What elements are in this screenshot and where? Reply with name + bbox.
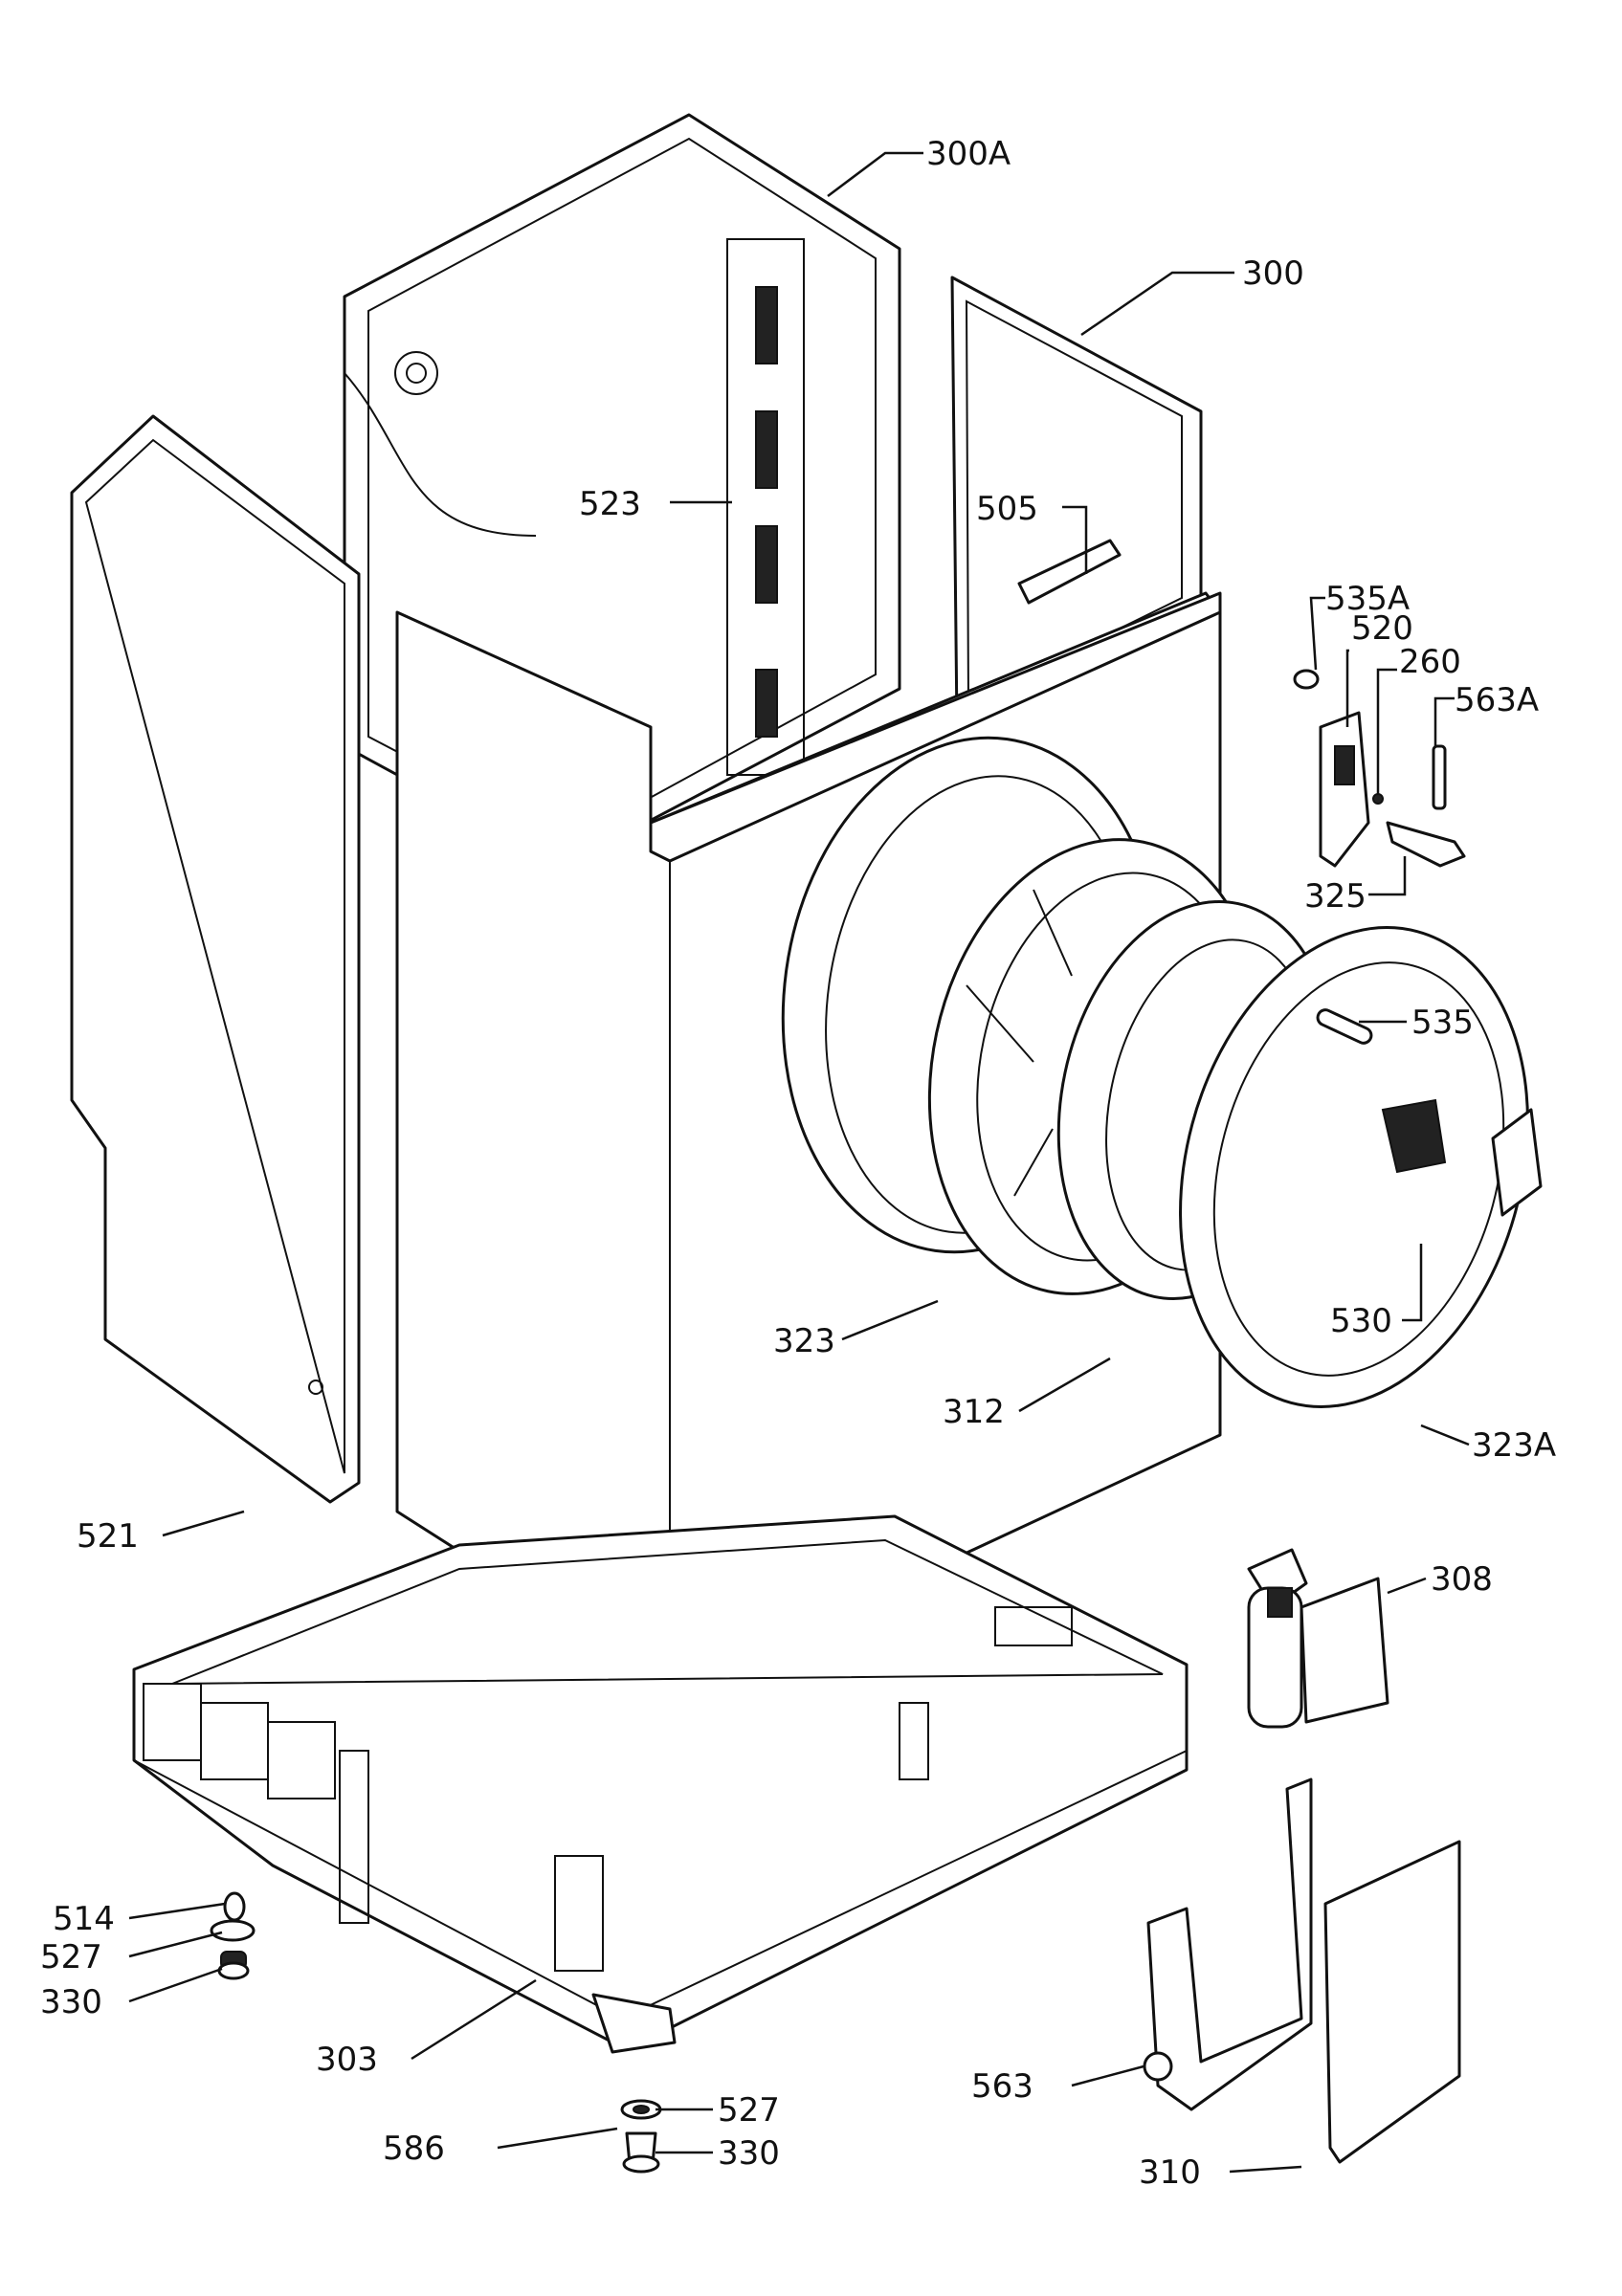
callout-586: 586 xyxy=(383,2130,445,2168)
plinth-panel-310 xyxy=(1323,1840,1461,2164)
callout-535A: 535A xyxy=(1325,580,1410,618)
callout-330-right: 330 xyxy=(718,2134,780,2173)
callout-563: 563 xyxy=(971,2067,1033,2106)
door-323A xyxy=(1179,926,1543,1408)
base-frame-303 xyxy=(132,1514,1189,2054)
callout-505: 505 xyxy=(976,490,1038,528)
callout-520: 520 xyxy=(1351,609,1413,648)
hinge-308 xyxy=(1247,1548,1389,1729)
callout-308: 308 xyxy=(1431,1560,1493,1599)
callout-labels: 300A 300 523 505 535A 520 260 563A 325 5… xyxy=(40,135,1556,2192)
door-handle-530 xyxy=(1381,1098,1447,1174)
callout-523: 523 xyxy=(579,485,641,523)
callout-312: 312 xyxy=(943,1393,1005,1431)
leader-lines xyxy=(128,151,1470,2174)
callout-563A: 563A xyxy=(1455,681,1539,719)
left-side-panel xyxy=(70,414,361,1504)
callout-527-right: 527 xyxy=(718,2091,780,2130)
foot-assembly-right xyxy=(620,2099,662,2174)
callout-527-left: 527 xyxy=(40,1938,102,1976)
callout-521: 521 xyxy=(77,1517,139,1556)
callout-323: 323 xyxy=(773,1322,835,1360)
callout-323A: 323A xyxy=(1472,1426,1556,1465)
door-lock-assembly xyxy=(1293,669,1466,868)
callout-325: 325 xyxy=(1304,877,1366,916)
callout-535: 535 xyxy=(1411,1004,1474,1042)
callout-260: 260 xyxy=(1399,643,1461,681)
callout-330-left: 330 xyxy=(40,1983,102,2021)
callout-310: 310 xyxy=(1139,2153,1201,2192)
callout-300: 300 xyxy=(1242,254,1304,293)
plinth-bracket-563 xyxy=(1143,1777,1313,2111)
pin-535 xyxy=(1316,1008,1373,1045)
callout-300A: 300A xyxy=(926,135,1011,173)
callout-530: 530 xyxy=(1330,1302,1392,1340)
callout-514: 514 xyxy=(53,1900,115,1938)
foot-assembly-left xyxy=(210,1891,256,1980)
bar-505 xyxy=(1017,539,1122,605)
callout-303: 303 xyxy=(316,2041,378,2079)
